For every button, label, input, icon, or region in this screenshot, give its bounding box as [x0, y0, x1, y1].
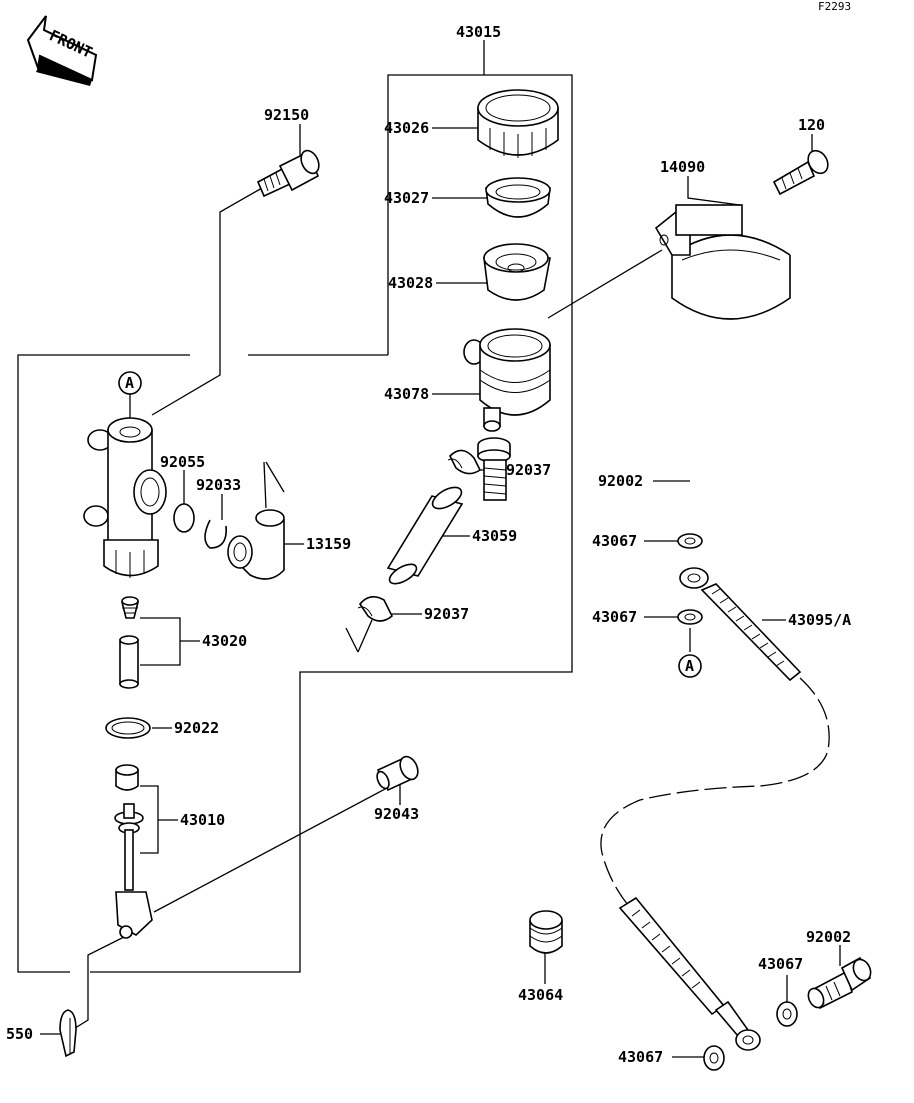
label-43027: 43027: [384, 189, 429, 207]
part-120-screw: [772, 149, 829, 196]
part-92037-clip-upper: [447, 449, 482, 475]
label-43059: 43059: [472, 527, 517, 545]
part-43067-washer-1: [677, 533, 703, 549]
part-92002-bolt-upper: [477, 437, 511, 501]
ref-marker-a-top: A: [118, 371, 142, 422]
part-43027-plate: [485, 177, 551, 218]
part-92043-pin: [376, 755, 419, 792]
svg-text:A: A: [685, 657, 694, 675]
label-43095a: 43095/A: [788, 611, 851, 629]
part-92150-bolt: [256, 149, 320, 198]
part-92055-oring: [173, 503, 195, 533]
label-43067-1: 43067: [592, 532, 637, 550]
label-43028: 43028: [388, 274, 433, 292]
part-43095-hose: [600, 567, 830, 1051]
part-43067-washer-3: [776, 1001, 798, 1027]
label-43010: 43010: [180, 811, 225, 829]
part-43020-piston: [119, 596, 140, 689]
svg-text:A: A: [125, 374, 134, 392]
group-bracket-lines: [17, 40, 573, 973]
label-92022: 92022: [174, 719, 219, 737]
label-92002-lower: 92002: [806, 928, 851, 946]
part-92033-circlip: [204, 519, 227, 549]
part-92037-clip-lower: [357, 596, 393, 622]
label-550: 550: [6, 1025, 33, 1043]
part-14090-clamp: [654, 204, 791, 320]
label-43026: 43026: [384, 119, 429, 137]
label-43020: 43020: [202, 632, 247, 650]
part-43028-diaphragm: [483, 243, 551, 301]
part-master-cylinder-body: [83, 417, 167, 578]
ref-marker-a-right: A: [678, 654, 702, 678]
part-43067-washer-4: [703, 1045, 725, 1071]
label-92037-upper: 92037: [506, 461, 551, 479]
part-43067-washer-2: [677, 609, 703, 625]
part-labels: 43015 92150 43026 43027 43028 43078 120 …: [6, 23, 851, 1066]
part-92002-bolt-lower: [807, 956, 872, 1010]
label-92002-upper: 92002: [598, 472, 643, 490]
label-43078: 43078: [384, 385, 429, 403]
label-43067-3: 43067: [758, 955, 803, 973]
part-43026-cap: [477, 89, 559, 158]
label-43015: 43015: [456, 23, 501, 41]
part-43010-push-rod: [114, 764, 153, 939]
part-550-cotter-pin: [59, 1009, 77, 1058]
label-120: 120: [798, 116, 825, 134]
label-43064: 43064: [518, 986, 563, 1004]
part-92022-circlip: [105, 717, 151, 739]
label-43067-2: 43067: [592, 608, 637, 626]
label-92037-lower: 92037: [424, 605, 469, 623]
part-43078-reservoir: [463, 328, 551, 432]
leader-lines: [40, 124, 841, 1058]
label-92043: 92043: [374, 805, 419, 823]
part-13159-fitting: [227, 509, 285, 580]
label-43067-4: 43067: [618, 1048, 663, 1066]
label-92033: 92033: [196, 476, 241, 494]
label-14090: 14090: [660, 158, 705, 176]
part-43059-hose: [386, 486, 464, 585]
label-92150: 92150: [264, 106, 309, 124]
figure-code: F2293: [818, 0, 851, 13]
label-13159: 13159: [306, 535, 351, 553]
part-43064-grommet: [529, 910, 563, 954]
label-92055: 92055: [160, 453, 205, 471]
front-arrow-icon: FRONT: [26, 15, 98, 86]
